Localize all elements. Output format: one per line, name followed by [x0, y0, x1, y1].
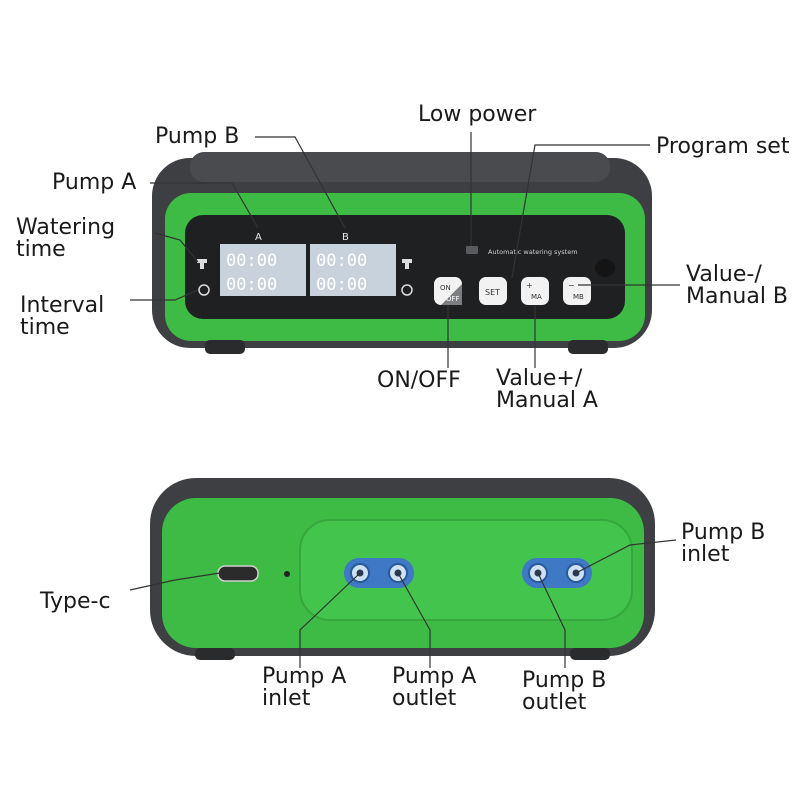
- label-low-power: Low power: [418, 102, 537, 127]
- clock-icon-left: [198, 284, 210, 296]
- label-watering-time-line1: Watering: [16, 215, 116, 240]
- label-interval-time: Interval time: [20, 295, 104, 339]
- value-minus-button[interactable]: − MB: [563, 277, 591, 305]
- lcd-b: [310, 244, 396, 296]
- on-off-button[interactable]: ON OFF: [434, 277, 462, 305]
- label-interval-time-line1: Interval: [20, 293, 105, 318]
- off-label: OFF: [446, 295, 460, 303]
- faucet-icon-right: [402, 259, 412, 269]
- front-device: A B 00:00 00:00 00:00 00:00 Automatic wa…: [152, 152, 652, 354]
- faucet-icon-left: [197, 259, 207, 269]
- rear-right-foot: [570, 648, 610, 660]
- label-value-minus-line1: Value-/: [686, 262, 762, 287]
- set-label: SET: [485, 288, 500, 297]
- label-value-minus-line2: Manual B: [686, 284, 789, 309]
- lcd-a-watering: 00:00: [226, 251, 277, 271]
- label-type-c: Type-c: [40, 589, 111, 614]
- label-pump-a-outlet-line2: outlet: [392, 686, 457, 711]
- minus-label: −: [568, 281, 575, 290]
- label-pump-b-inlet-line1: Pump B: [681, 520, 766, 545]
- label-pump-a-inlet-line1: Pump A: [262, 664, 347, 689]
- front-right-foot: [568, 340, 608, 354]
- label-pump-b-inlet-line2: inlet: [681, 542, 730, 567]
- leader-watering-time: [154, 232, 199, 263]
- ma-label: MA: [531, 293, 542, 301]
- label-value-plus-line1: Value+/: [496, 366, 583, 391]
- lcd-b-interval: 00:00: [316, 275, 367, 295]
- plus-label: +: [526, 281, 533, 290]
- label-pump-a-outlet: Pump A outlet: [392, 666, 476, 710]
- label-value-plus-line2: Manual A: [496, 388, 598, 413]
- rear-device: [150, 478, 655, 660]
- rear-left-foot: [195, 648, 235, 660]
- label-value-plus: Value+/ Manual A: [496, 368, 598, 412]
- label-pump-b: Pump B: [155, 124, 240, 149]
- brand-text: Automatic watering system: [488, 248, 578, 256]
- leader-program-set: [511, 144, 650, 279]
- label-watering-time: Watering time: [16, 217, 115, 261]
- label-watering-time-line2: time: [16, 237, 66, 262]
- leader-type-c: [129, 572, 221, 591]
- label-pump-b-outlet-line2: outlet: [522, 690, 587, 715]
- leader-interval-time: [130, 289, 199, 301]
- channel-a-label: A: [255, 232, 262, 243]
- label-pump-a-outlet-line1: Pump A: [392, 664, 477, 689]
- front-top-ridge: [190, 152, 610, 182]
- rear-pinhole: [284, 571, 290, 577]
- leader-pump-b-inlet: [575, 539, 677, 574]
- front-sensor: [595, 259, 615, 277]
- label-pump-b-outlet: Pump B outlet: [522, 670, 606, 714]
- on-label: ON: [440, 284, 451, 292]
- label-on-off: ON/OFF: [377, 368, 461, 393]
- label-pump-a-inlet: Pump A inlet: [262, 666, 346, 710]
- clock-icon-right: [401, 284, 413, 296]
- lcd-a-interval: 00:00: [226, 275, 277, 295]
- leader-pump-a: [150, 182, 259, 229]
- leader-pump-a-outlet: [397, 572, 431, 668]
- channel-b-label: B: [342, 232, 349, 243]
- label-interval-time-line2: time: [20, 315, 70, 340]
- front-left-foot: [205, 340, 245, 354]
- lcd-a: [220, 244, 306, 296]
- value-plus-button[interactable]: + MA: [521, 277, 549, 305]
- leader-pump-b-outlet: [537, 572, 566, 668]
- label-pump-b-inlet: Pump B inlet: [681, 522, 765, 566]
- set-button[interactable]: SET: [479, 277, 507, 305]
- lcd-b-watering: 00:00: [316, 251, 367, 271]
- mb-label: MB: [573, 293, 584, 301]
- low-power-indicator: [466, 246, 478, 254]
- label-pump-b-outlet-line1: Pump B: [522, 668, 607, 693]
- label-program-set: Program set: [656, 134, 790, 159]
- leader-pump-b: [255, 136, 346, 229]
- leader-pump-a-inlet: [299, 572, 361, 668]
- label-pump-a: Pump A: [52, 170, 137, 195]
- label-pump-a-inlet-line2: inlet: [262, 686, 311, 711]
- type-c-port: [217, 565, 259, 582]
- leader-lines: [129, 132, 680, 668]
- label-value-minus: Value-/ Manual B: [686, 264, 788, 308]
